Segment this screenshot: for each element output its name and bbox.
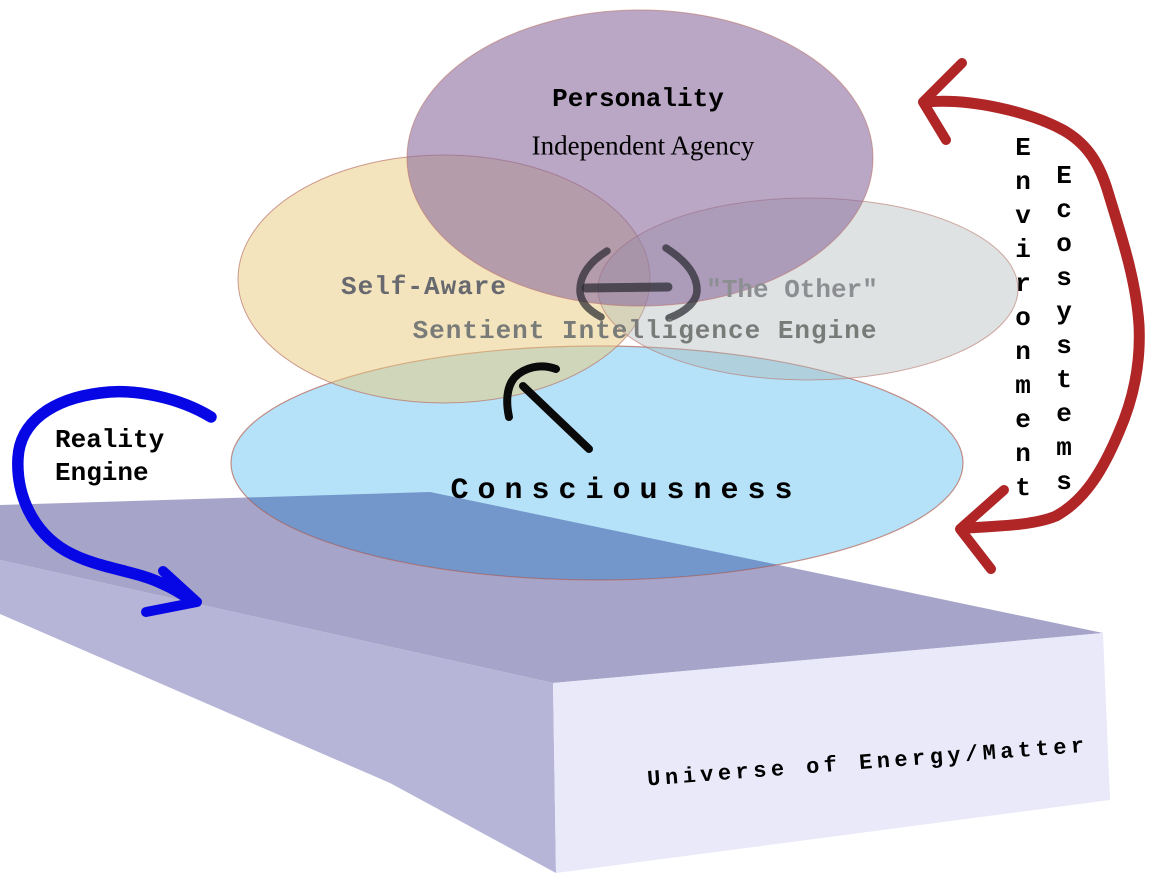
emergence-arrow-icon — [503, 362, 593, 453]
reality-engine-arrow-icon — [12, 385, 217, 617]
sentient-engine-label: Sentient Intelligence Engine — [412, 316, 878, 346]
slab-top-face — [0, 492, 1103, 683]
environment-arrow-icon — [918, 58, 1145, 574]
consciousness-label: Consciousness — [450, 474, 802, 508]
slab-left-face — [0, 560, 556, 873]
environment-vertical-label: Environment — [1015, 133, 1031, 503]
the-other-label: "The Other" — [706, 275, 878, 305]
independent-agency-label: Independent Agency — [531, 130, 755, 161]
reality-engine-label-line1: Reality — [55, 425, 165, 455]
reality-engine-label-line2: Engine — [55, 458, 149, 488]
personality-label: Personality — [552, 84, 724, 114]
reality-engine-label: Reality Engine — [55, 424, 164, 490]
exchange-arrow-icon — [576, 244, 701, 322]
slab-front-face — [553, 633, 1110, 873]
ecosystems-vertical-label: Ecosystems — [1056, 161, 1072, 497]
self-aware-label: Self-Aware — [340, 272, 508, 302]
universe-slab — [0, 492, 1110, 873]
personality-ellipse — [406, 9, 874, 307]
